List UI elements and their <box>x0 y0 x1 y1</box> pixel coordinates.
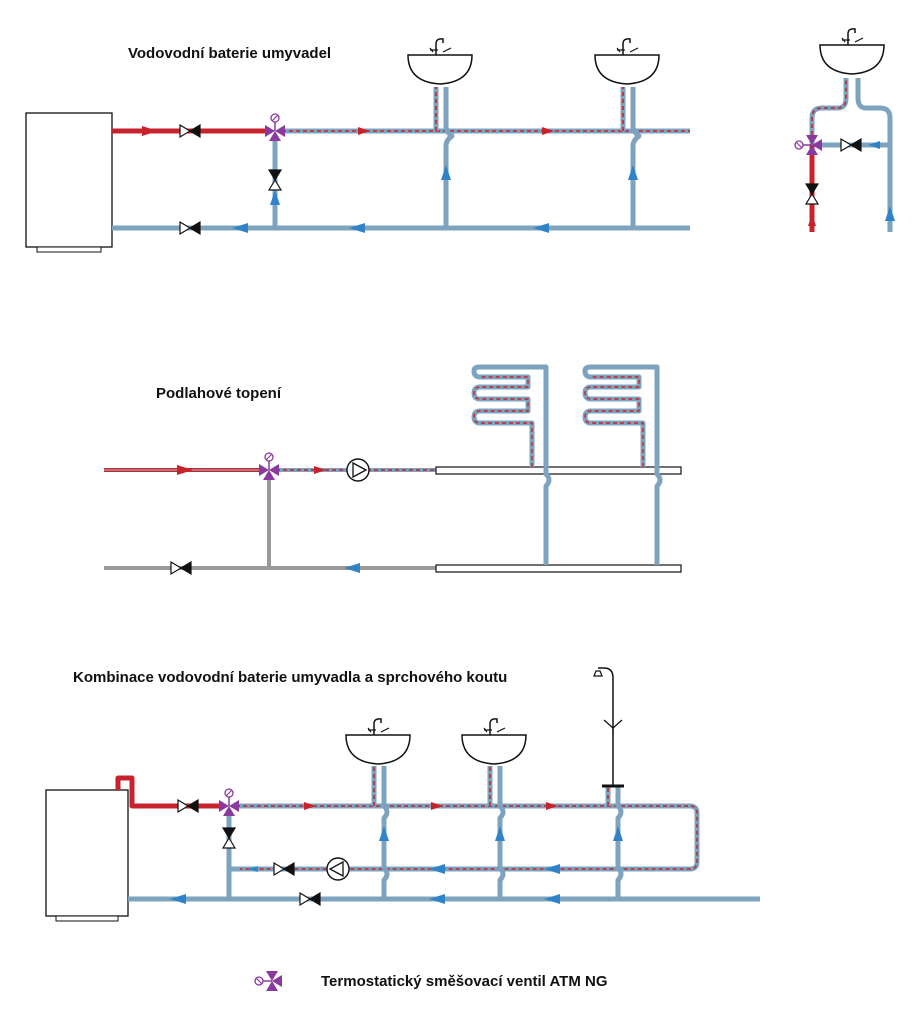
thermostatic-mixing-valve-icon <box>254 970 283 992</box>
return-manifold <box>435 564 682 573</box>
section-combination <box>45 667 760 922</box>
section-floor-heating <box>104 364 682 575</box>
supply-manifold <box>435 466 682 475</box>
section-washbasins <box>25 38 690 253</box>
water-heater-2 <box>45 789 129 917</box>
legend-label: Termostatický směšovací ventil ATM NG <box>321 973 608 990</box>
water-heater <box>25 112 113 248</box>
section-title-combination: Kombinace vodovodní baterie umyvadla a s… <box>73 669 508 686</box>
section-title-floor-heating: Podlahové topení <box>156 385 282 402</box>
section-washbasin-detail <box>794 28 895 232</box>
section-title-washbasins: Vodovodní baterie umyvadel <box>128 45 332 62</box>
